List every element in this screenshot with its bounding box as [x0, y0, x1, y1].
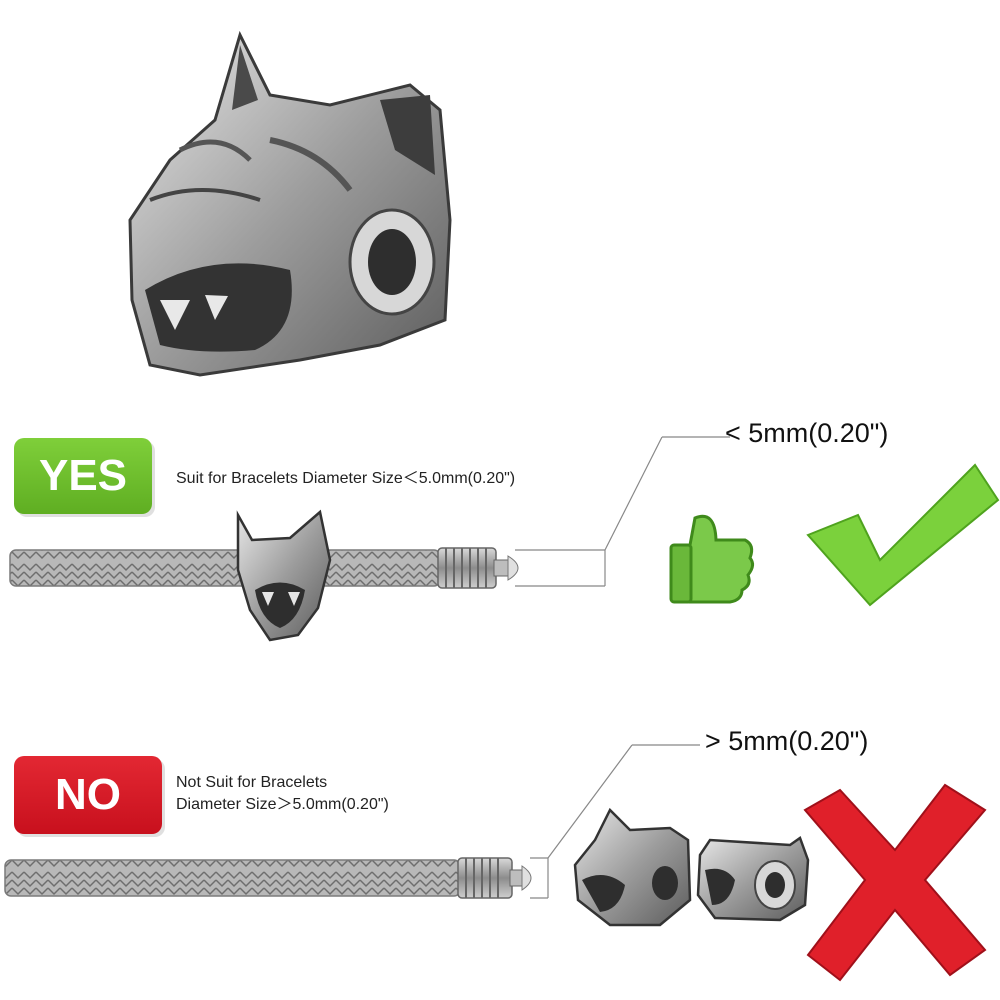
no-description-line1: Not Suit for Bracelets — [176, 774, 328, 791]
yes-description: Suit for Bracelets Diameter Size＜5.0mm(0… — [176, 470, 516, 487]
no-description: Not Suit for Bracelets Diameter Size＞5.0… — [176, 772, 389, 816]
no-measure-label: > 5mm(0.20") — [705, 726, 869, 756]
yes-measure-lines — [515, 436, 730, 587]
no-measure-lines — [530, 744, 700, 899]
wolf-head-bead-large — [128, 30, 452, 377]
snake-chain-yes — [9, 547, 519, 589]
no-description-line2: Diameter Size＞5.0mm(0.20") — [176, 796, 389, 813]
thumbs-up-icon — [669, 514, 755, 604]
wolf-head-bead-small-side — [696, 836, 810, 922]
yes-badge: YES — [14, 438, 152, 514]
snake-chain-no — [4, 857, 532, 899]
wolf-head-bead-small-front — [573, 807, 692, 927]
yes-measure-label: < 5mm(0.20") — [725, 418, 889, 448]
cross-icon — [803, 783, 987, 982]
wolf-head-bead-on-chain — [236, 509, 332, 642]
checkmark-icon — [806, 463, 1000, 607]
no-badge: NO — [14, 756, 162, 834]
